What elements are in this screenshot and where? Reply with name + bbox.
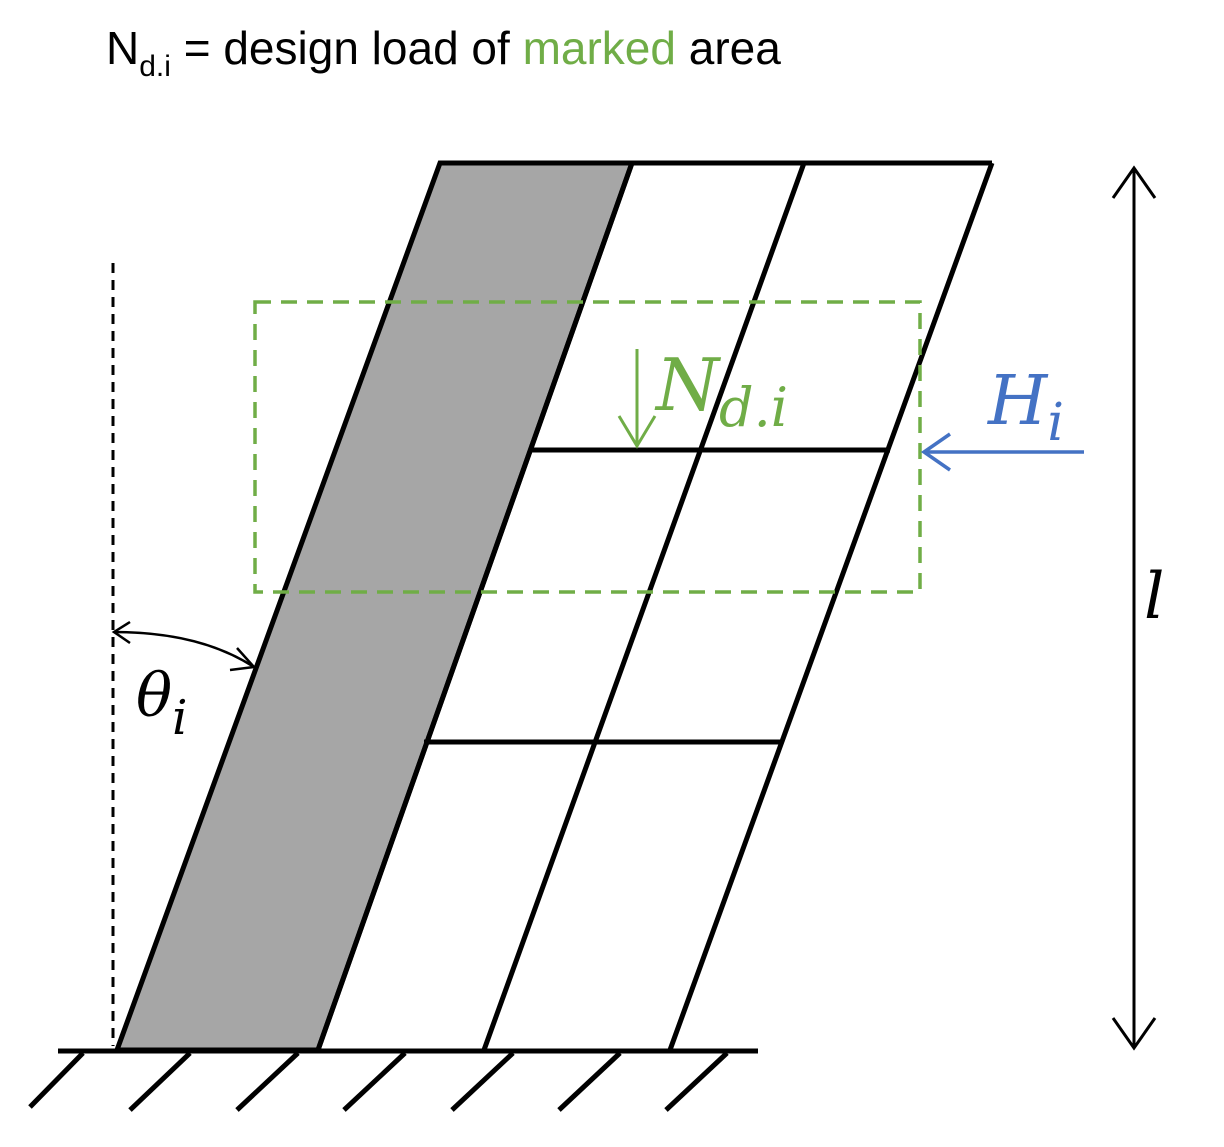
arrowhead-icon [229,647,257,672]
diagram-title: Nd.i = design load of marked area [106,22,781,83]
title-text-before: = design load of [171,22,523,74]
height-label: l [1144,560,1164,634]
theta-label: θi [136,661,187,746]
angle-arc [111,620,257,672]
title-symbol-subscript: d.i [139,50,171,83]
horizontal-load-arrow-icon [920,432,1084,472]
hatch-mark [664,1051,729,1112]
hatch-mark [450,1051,515,1112]
ndi-symbol: N [654,343,722,427]
hatch-mark [557,1051,622,1112]
shaded-column [113,160,636,1053]
fixed-support-hatch [28,1048,758,1112]
hatch-mark [28,1051,85,1109]
ndi-subscript: d.i [719,376,788,439]
frame-members [315,160,995,1051]
ndi-label: Nd.i [654,343,788,439]
horizontal-load-arrowhead [920,432,951,472]
title-highlight: marked [523,22,676,74]
hi-symbol: H [986,362,1049,441]
hatch-mark [342,1051,407,1112]
height-dimension-arrow-icon [1111,165,1157,1051]
arrowhead-icon [111,620,131,645]
column-2 [315,162,635,1051]
title-symbol: N [106,22,139,74]
load-arrowhead [617,415,657,449]
arrowhead-down-icon [1111,1017,1157,1051]
hatch-mark [128,1051,192,1112]
marked-area [253,300,922,594]
column-3 [481,162,807,1051]
arrowhead-up-icon [1111,165,1157,199]
column-4 [667,162,995,1051]
angle-arc-curve [113,630,255,669]
vertical-load-arrow-icon [617,349,657,449]
hatch-mark [235,1051,300,1112]
title-text-after: area [676,22,781,74]
hi-label: Hi [986,362,1064,453]
hi-subscript: i [1047,393,1064,453]
theta-symbol: θ [136,661,172,731]
theta-subscript: i [172,690,187,746]
